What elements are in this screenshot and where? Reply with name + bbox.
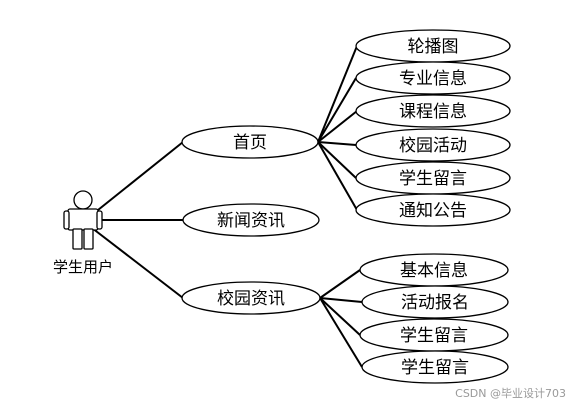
assoc-actor-campus bbox=[91, 227, 184, 299]
use-case-news-label: 新闻资讯 bbox=[217, 211, 285, 231]
campus-child-1-label: 基本信息 bbox=[400, 261, 468, 281]
use-case-news: 新闻资讯 bbox=[182, 203, 320, 237]
assoc-home-child-5 bbox=[317, 141, 357, 179]
watermark-text: CSDN @毕业设计703 bbox=[455, 387, 566, 400]
campus-child-3: 学生留言 bbox=[359, 318, 509, 352]
home-child-6: 通知公告 bbox=[355, 193, 511, 227]
actor-right-arm bbox=[96, 210, 103, 230]
assoc-home-child-4 bbox=[317, 141, 357, 146]
assoc-home-child-1 bbox=[317, 45, 358, 143]
use-case-home: 首页 bbox=[181, 125, 319, 159]
campus-child-1: 基本信息 bbox=[359, 253, 509, 287]
campus-child-2-ellipse bbox=[361, 285, 509, 319]
assoc-campus-child-1 bbox=[319, 269, 361, 299]
assoc-campus-child-4 bbox=[319, 297, 363, 368]
use-case-home-ellipse bbox=[181, 125, 319, 159]
campus-child-4-ellipse bbox=[361, 350, 509, 384]
assoc-campus-child-3 bbox=[319, 297, 361, 336]
home-child-1-label: 轮播图 bbox=[408, 37, 459, 57]
home-child-6-label: 通知公告 bbox=[399, 201, 467, 221]
assoc-home-child-6 bbox=[317, 141, 358, 211]
campus-child-4: 学生留言 bbox=[361, 350, 509, 384]
campus-child-2: 活动报名 bbox=[361, 285, 509, 319]
home-child-2-ellipse bbox=[355, 61, 511, 95]
actor-head bbox=[73, 190, 93, 210]
use-case-campus-label: 校园资讯 bbox=[217, 289, 285, 309]
use-case-campus-ellipse bbox=[181, 281, 321, 315]
home-child-3-label: 课程信息 bbox=[399, 102, 467, 122]
actor-right-leg bbox=[83, 228, 94, 250]
home-child-2-label: 专业信息 bbox=[399, 69, 467, 89]
use-case-campus: 校园资讯 bbox=[181, 281, 321, 315]
associations bbox=[87, 45, 363, 368]
home-child-4-ellipse bbox=[355, 128, 511, 162]
use-case-news-ellipse bbox=[182, 203, 320, 237]
actor-left-arm bbox=[63, 210, 70, 230]
campus-child-4-label: 学生留言 bbox=[401, 358, 469, 378]
use-case-home-label: 首页 bbox=[233, 133, 267, 153]
campus-child-3-label: 学生留言 bbox=[400, 326, 468, 346]
assoc-home-child-3 bbox=[317, 110, 358, 143]
assoc-actor-home bbox=[87, 141, 184, 219]
home-child-4-label: 校园活动 bbox=[399, 136, 467, 156]
home-child-6-ellipse bbox=[355, 193, 511, 227]
actor-left-leg bbox=[72, 228, 83, 250]
home-child-4: 校园活动 bbox=[355, 128, 511, 162]
home-child-5-label: 学生留言 bbox=[399, 169, 467, 189]
assoc-campus-child-2 bbox=[319, 297, 363, 303]
assoc-home-child-2 bbox=[317, 77, 357, 143]
home-child-1: 轮播图 bbox=[355, 29, 511, 63]
home-child-2: 专业信息 bbox=[355, 61, 511, 95]
home-child-3: 课程信息 bbox=[355, 94, 511, 128]
home-child-5: 学生留言 bbox=[355, 161, 511, 195]
campus-child-2-label: 活动报名 bbox=[401, 293, 469, 313]
actor-body bbox=[67, 208, 99, 231]
actor-figure bbox=[63, 190, 103, 250]
home-child-3-ellipse bbox=[355, 94, 511, 128]
actor-label: 学生用户 bbox=[53, 258, 113, 276]
